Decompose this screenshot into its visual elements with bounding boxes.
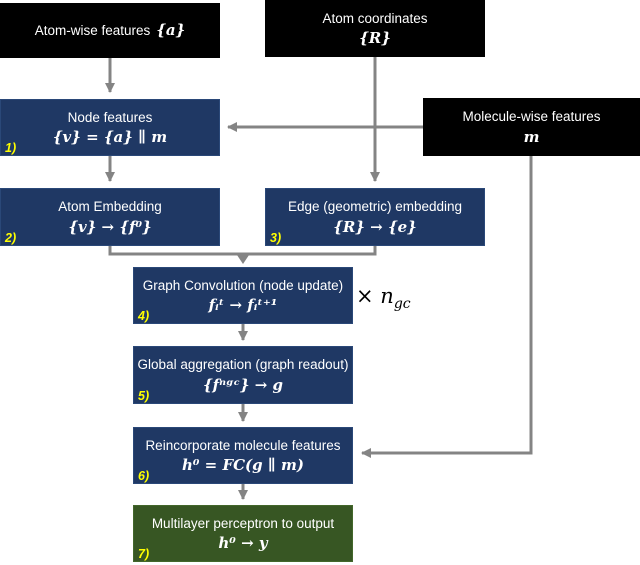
gc-repeat-variable: n [380,284,394,308]
step-number-5: 5) [138,389,150,403]
molecule-features-label: Molecule-wise features [462,109,601,125]
step-number-1: 1) [5,141,17,155]
graph-convolution-node: Graph Convolution (node update) fᵢᵗ → fᵢ… [133,267,353,324]
step-number-2: 2) [5,231,17,245]
graph-convolution-label: Graph Convolution (node update) [142,277,344,293]
molecule-features-node: Molecule-wise features m [423,98,640,156]
step-number-4: 4) [138,309,150,323]
atom-features-node: Atom-wise features {a} [0,3,220,58]
graph-convolution-math: fᵢᵗ → fᵢᵗ⁺¹ [208,296,278,315]
global-aggregation-math: {fⁿᵍᶜ} → g [203,375,283,394]
atom-embedding-node: Atom Embedding {v} → {f⁰} 2) [0,188,220,246]
node-features-label: Node features [67,109,153,125]
reincorporate-features-label: Reincorporate molecule features [145,437,341,453]
atom-coordinates-math: {R} [359,29,391,48]
connector-embeddings-merge [108,246,377,256]
arrowhead-merge-to-graph-convolution [237,255,249,264]
step-number-3: 3) [270,231,282,245]
atom-features-text: Atom-wise features {a} [35,20,186,41]
global-aggregation-node: Global aggregation (graph readout) {fⁿᵍᶜ… [133,346,353,404]
edge-embedding-node: Edge (geometric) embedding {R} → {e} 3) [265,188,485,246]
mlp-output-label: Multilayer perceptron to output [151,515,335,531]
molecule-features-math: m [523,127,540,146]
global-aggregation-label: Global aggregation (graph readout) [137,357,349,373]
atom-coordinates-label: Atom coordinates [322,10,428,26]
reincorporate-features-math: h⁰ = FC(g ∥ m) [181,456,304,475]
node-features-node: Node features {v} = {a} ∥ m 1) [0,99,220,156]
edge-embedding-label: Edge (geometric) embedding [287,199,463,215]
atom-embedding-math: {v} → {f⁰} [68,217,152,236]
atom-features-label: Atom-wise features [34,23,151,39]
node-features-math: {v} = {a} ∥ m [52,128,168,147]
edge-embedding-math: {R} → {e} [333,217,417,236]
times-symbol: × [356,284,374,308]
reincorporate-features-node: Reincorporate molecule features h⁰ = FC(… [133,427,353,484]
gc-repeat-subscript: gc [393,296,411,313]
atom-embedding-label: Atom Embedding [58,199,162,215]
mlp-output-math: h⁰ → y [218,534,268,553]
gc-repeat-annotation: × ngc [356,284,411,312]
mlp-output-node: Multilayer perceptron to output h⁰ → y 7… [133,505,353,562]
atom-features-math: {a} [156,21,186,40]
step-number-6: 6) [138,469,150,483]
atom-coordinates-node: Atom coordinates {R} [265,0,485,57]
step-number-7: 7) [138,547,150,561]
